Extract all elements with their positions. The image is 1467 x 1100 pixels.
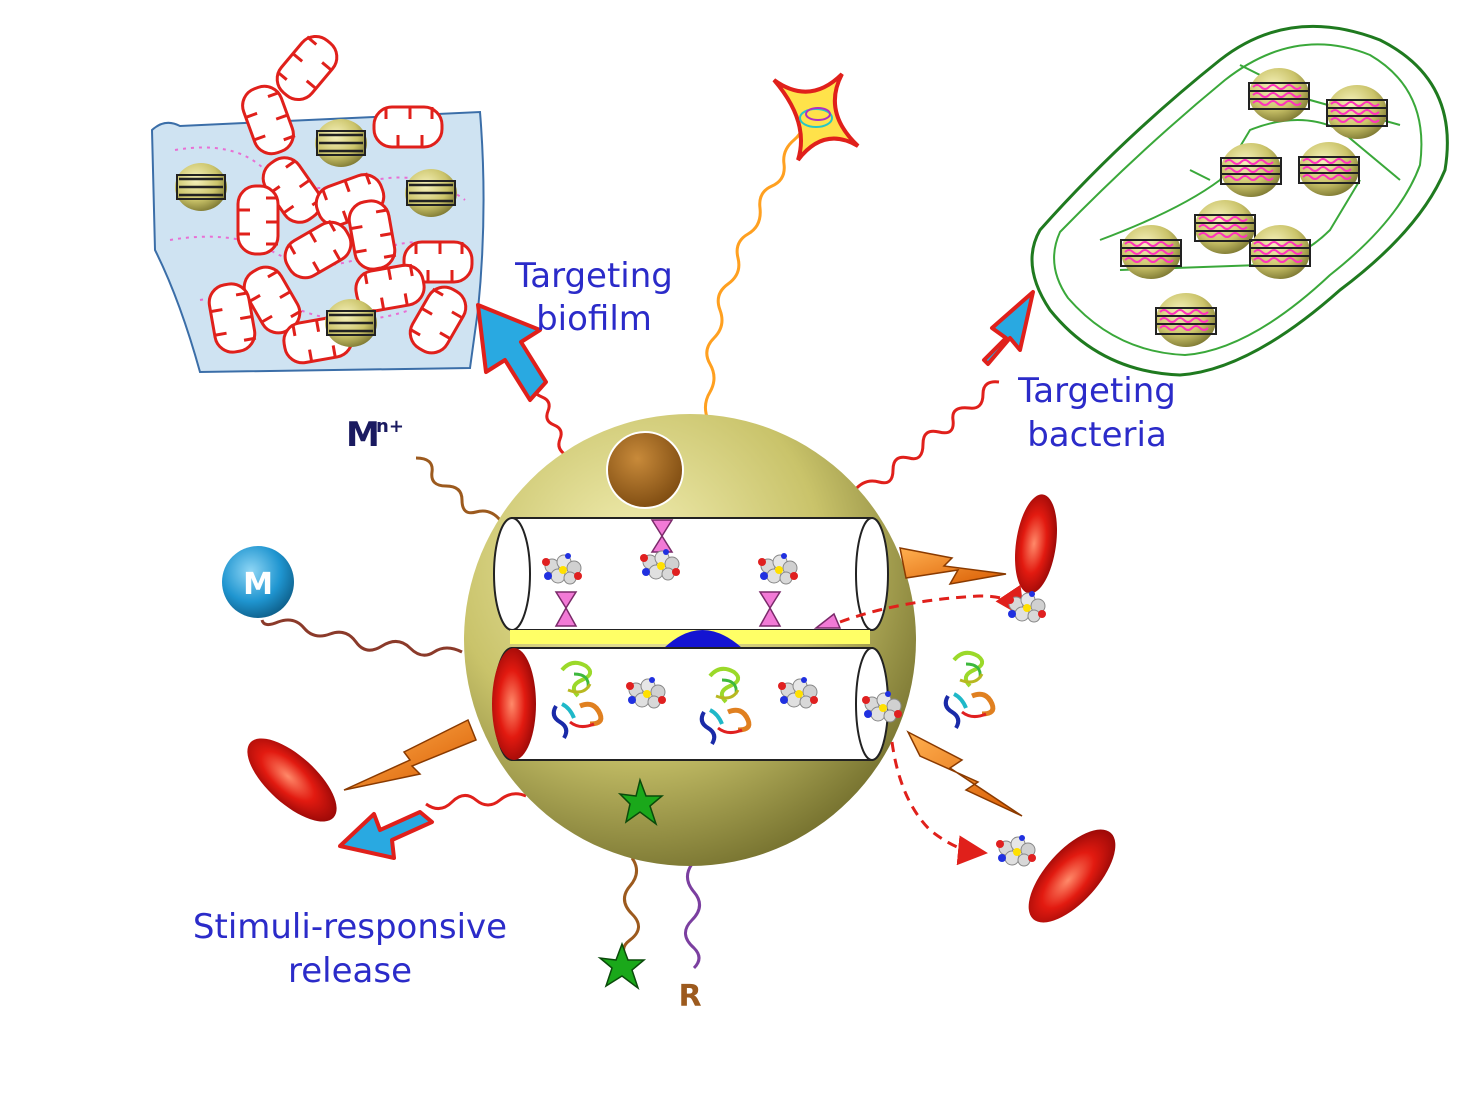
svg-text:release: release xyxy=(288,951,412,991)
drug-molecule-icon xyxy=(1005,590,1047,623)
red-blood-cell-icon xyxy=(247,738,337,822)
targeting-arrows xyxy=(338,290,1035,860)
fluorophore-star-icon xyxy=(617,777,665,827)
linker-purple-r xyxy=(684,863,701,970)
svg-text:M: M xyxy=(346,415,380,455)
blue-cap-icon xyxy=(664,630,742,648)
linker-red-bacteria xyxy=(853,380,1000,491)
linker-brown-star xyxy=(622,857,640,953)
red-blood-cell-icon xyxy=(492,648,536,760)
label-targeting-bacteria: Targeting bacteria xyxy=(1017,371,1176,455)
fluorophore-star-icon xyxy=(597,941,647,991)
label-stimuli-release: Stimuli-responsive release xyxy=(193,907,507,991)
metal-ion-label: M n+ xyxy=(346,415,404,455)
gatekeeper-icon xyxy=(554,519,842,629)
linker-orange xyxy=(703,115,805,421)
linker-maroon-ball xyxy=(260,618,463,657)
nanoparticle-sphere-icon xyxy=(464,414,916,866)
r-group-label: R xyxy=(678,979,701,1014)
lightning-bolts xyxy=(343,547,1023,817)
lightning-bolt-icon xyxy=(343,718,477,791)
lightning-bolt-icon xyxy=(906,730,1023,817)
red-blood-cell-icon xyxy=(1028,829,1116,923)
arrow-release-icon xyxy=(338,810,434,860)
linker-red-biofilm xyxy=(532,384,567,457)
arrow-bacteria-icon xyxy=(982,290,1035,366)
drug-molecule-icon xyxy=(995,834,1037,867)
svg-text:Stimuli-responsive: Stimuli-responsive xyxy=(193,907,507,947)
svg-text:Targeting: Targeting xyxy=(514,256,673,296)
label-targeting-biofilm: Targeting biofilm xyxy=(514,256,673,339)
linker-red-release xyxy=(425,792,527,810)
svg-text:M: M xyxy=(243,567,273,602)
protein-icon xyxy=(946,653,993,728)
linker-lines xyxy=(260,115,1000,970)
released-cargo xyxy=(839,584,1047,867)
linker-brown-metal xyxy=(415,456,502,521)
bacteria-cell-icon xyxy=(1030,24,1449,377)
svg-text:n+: n+ xyxy=(376,416,404,437)
red-blood-cells xyxy=(247,494,1116,923)
targeting-ligand-star-icon xyxy=(772,72,860,162)
arrow-biofilm-icon xyxy=(476,303,548,402)
bottom-pore-channel xyxy=(493,647,889,761)
svg-text:biofilm: biofilm xyxy=(536,299,652,339)
lightning-bolt-icon xyxy=(899,547,1007,586)
svg-text:Targeting: Targeting xyxy=(1017,371,1176,411)
biofilm-icon xyxy=(150,27,485,374)
metal-ball-icon: M xyxy=(222,546,294,618)
red-blood-cell-icon xyxy=(1015,494,1057,594)
svg-text:bacteria: bacteria xyxy=(1027,415,1167,455)
brown-disc-icon xyxy=(606,431,684,509)
